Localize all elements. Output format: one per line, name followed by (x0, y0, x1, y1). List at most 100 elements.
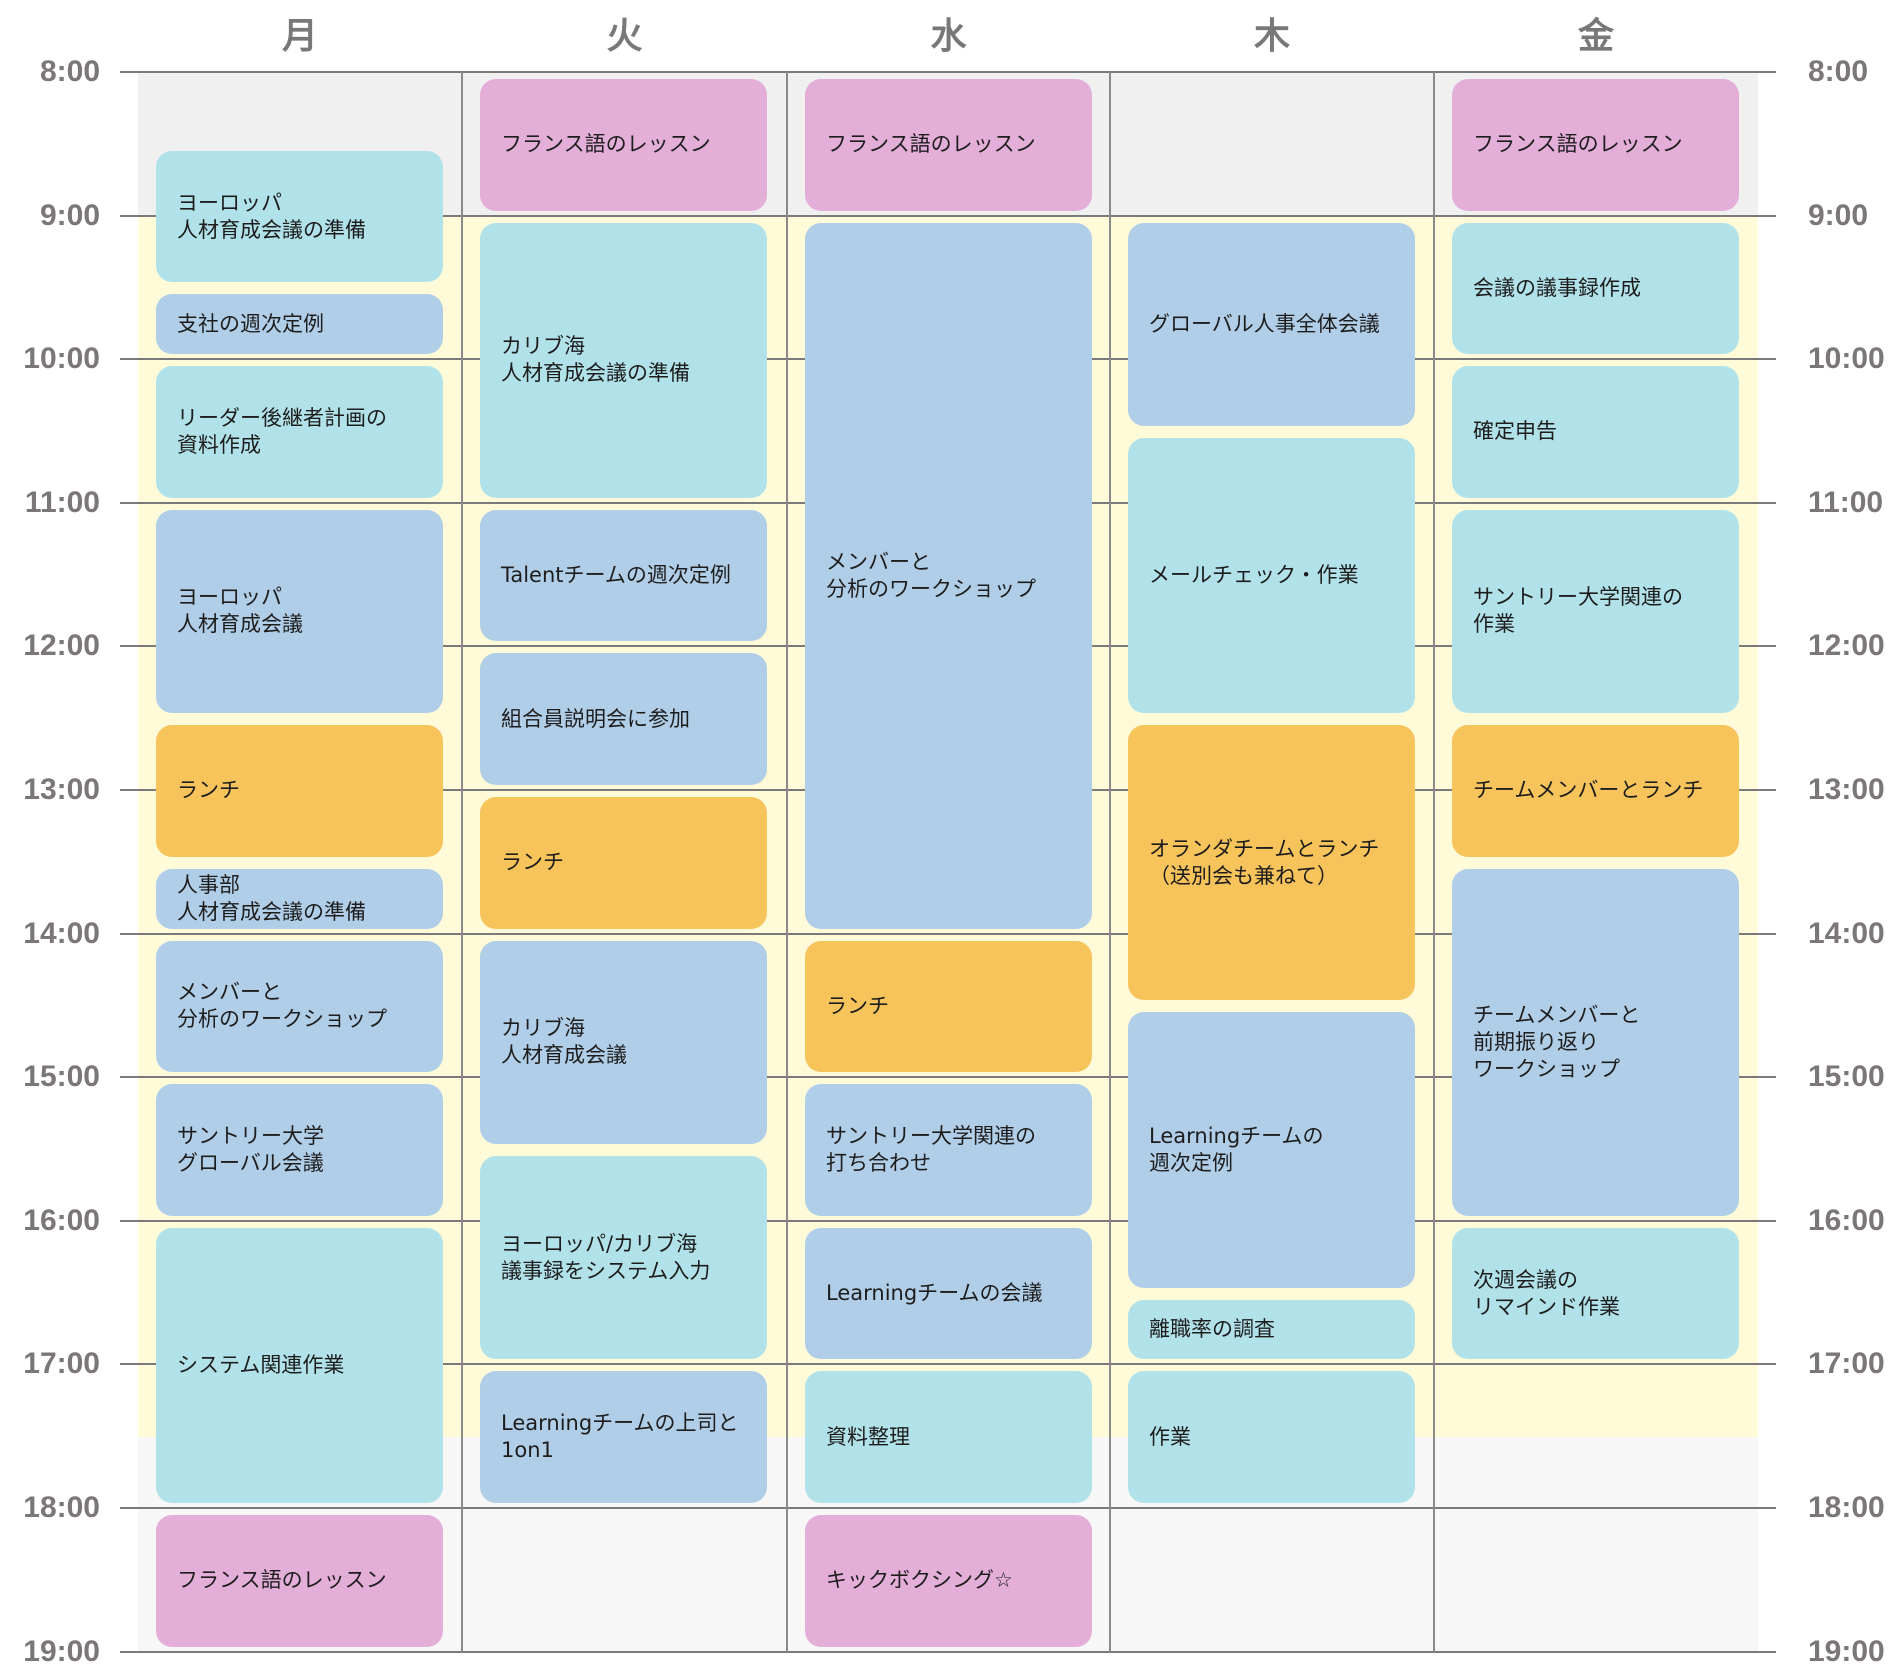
event-card-tue[interactable]: ヨーロッパ/カリブ海 議事録をシステム入力 (480, 1156, 767, 1360)
day-header-thu: 木 (1253, 16, 1290, 57)
event-card-tue[interactable]: Learningチームの上司と 1on1 (480, 1371, 767, 1503)
event-title: チームメンバーと 前期振り返り ワークショップ (1473, 1002, 1641, 1081)
time-label-left: 16:00 (23, 1203, 100, 1237)
column-divider (1433, 72, 1435, 1652)
time-label-right: 9:00 (1808, 198, 1869, 232)
hour-gridline (120, 71, 1776, 73)
event-card-thu[interactable]: 離職率の調査 (1128, 1299, 1415, 1360)
event-card-fri[interactable]: チームメンバーとランチ (1452, 725, 1739, 857)
hour-gridline (120, 1363, 1776, 1366)
hour-gridline (120, 932, 1776, 935)
event-title: 支社の週次定例 (177, 311, 324, 336)
hour-gridline (120, 214, 1776, 217)
event-title: フランス語のレッスン (1473, 132, 1683, 157)
event-title: 次週会議の リマインド作業 (1473, 1267, 1620, 1319)
event-card-wed[interactable]: フランス語のレッスン (805, 79, 1092, 211)
event-title: ランチ (177, 778, 240, 803)
event-card-fri[interactable]: 会議の議事録作成 (1452, 222, 1739, 355)
event-card-thu[interactable]: メールチェック・作業 (1128, 438, 1415, 714)
time-label-left: 9:00 (39, 198, 100, 232)
time-label-left: 8:00 (39, 55, 100, 88)
event-title: Learningチームの会議 (826, 1281, 1043, 1306)
event-card-mon[interactable]: サントリー大学 グローバル会議 (156, 1084, 443, 1216)
event-card-tue[interactable]: フランス語のレッスン (480, 79, 767, 211)
event-title: Talentチームの週次定例 (501, 563, 731, 588)
event-card-tue[interactable]: ランチ (480, 797, 767, 929)
event-card-mon[interactable]: ヨーロッパ 人材育成会議 (156, 509, 443, 714)
event-card-fri[interactable]: 確定申告 (1452, 366, 1739, 498)
event-card-mon[interactable]: 支社の週次定例 (156, 294, 443, 355)
event-card-tue[interactable]: カリブ海 人材育成会議の準備 (480, 222, 767, 498)
time-label-left: 13:00 (23, 773, 100, 806)
event-title: ヨーロッパ/カリブ海 議事録をシステム入力 (501, 1231, 711, 1283)
event-title: ヨーロッパ 人材育成会議の準備 (177, 190, 366, 242)
time-label-right: 19:00 (1808, 1634, 1885, 1668)
event-card-mon[interactable]: メンバーと 分析のワークショップ (156, 940, 443, 1073)
event-title: グローバル人事全体会議 (1149, 311, 1380, 336)
event-title: カリブ海 人材育成会議 (501, 1016, 627, 1068)
time-label-right: 13:00 (1808, 773, 1885, 806)
time-label-left: 12:00 (23, 629, 100, 663)
event-title: 会議の議事録作成 (1473, 275, 1641, 300)
time-label-right: 10:00 (1808, 342, 1885, 376)
event-card-wed[interactable]: 資料整理 (805, 1371, 1092, 1503)
column-divider (1109, 72, 1111, 1652)
event-title: オランダチームとランチ （送別会も兼ねて） (1149, 836, 1380, 888)
event-card-fri[interactable]: フランス語のレッスン (1452, 79, 1739, 211)
time-label-right: 16:00 (1808, 1203, 1885, 1237)
event-title: サントリー大学関連の 作業 (1473, 585, 1683, 637)
event-title: メンバーと 分析のワークショップ (826, 549, 1036, 601)
event-card-wed[interactable]: Learningチームの会議 (805, 1227, 1092, 1360)
event-card-tue[interactable]: 組合員説明会に参加 (480, 653, 767, 785)
event-title: 確定申告 (1473, 419, 1557, 444)
event-card-fri[interactable]: サントリー大学関連の 作業 (1452, 509, 1739, 714)
column-divider (461, 72, 463, 1652)
event-card-thu[interactable]: グローバル人事全体会議 (1128, 222, 1415, 426)
event-title: サントリー大学 グローバル会議 (177, 1123, 324, 1175)
time-label-right: 8:00 (1808, 55, 1869, 88)
event-card-thu[interactable]: オランダチームとランチ （送別会も兼ねて） (1128, 725, 1415, 1001)
hour-gridline (120, 1650, 1776, 1653)
event-card-mon[interactable]: ランチ (156, 725, 443, 857)
time-label-left: 14:00 (23, 916, 100, 950)
event-card-mon[interactable]: フランス語のレッスン (156, 1515, 443, 1647)
event-title: Learningチームの 週次定例 (1149, 1123, 1324, 1175)
event-title: 組合員説明会に参加 (501, 706, 690, 731)
time-label-left: 10:00 (23, 342, 100, 376)
event-title: リーダー後継者計画の 資料作成 (177, 405, 387, 457)
event-title: ランチ (501, 850, 564, 875)
event-card-thu[interactable]: Learningチームの 週次定例 (1128, 1012, 1415, 1288)
time-label-right: 18:00 (1808, 1491, 1885, 1524)
event-title: 人事部 人材育成会議の準備 (177, 872, 366, 924)
event-card-wed[interactable]: メンバーと 分析のワークショップ (805, 222, 1092, 929)
event-title: 作業 (1149, 1424, 1191, 1449)
event-title: キックボクシング☆ (826, 1568, 1013, 1593)
time-label-left: 15:00 (23, 1060, 100, 1094)
time-label-left: 18:00 (23, 1491, 100, 1524)
event-card-mon[interactable]: リーダー後継者計画の 資料作成 (156, 366, 443, 498)
time-label-left: 19:00 (23, 1634, 100, 1668)
time-label-right: 14:00 (1808, 916, 1885, 950)
event-card-fri[interactable]: 次週会議の リマインド作業 (1452, 1227, 1739, 1360)
event-title: システム関連作業 (177, 1352, 345, 1377)
event-card-tue[interactable]: カリブ海 人材育成会議 (480, 940, 767, 1144)
time-label-right: 12:00 (1808, 629, 1885, 663)
event-title: フランス語のレッスン (177, 1568, 387, 1593)
time-label-right: 11:00 (1808, 485, 1884, 519)
hour-gridline (120, 1076, 1776, 1079)
day-header-wed: 水 (930, 16, 967, 57)
event-card-mon[interactable]: 人事部 人材育成会議の準備 (156, 868, 443, 929)
event-card-wed[interactable]: キックボクシング☆ (805, 1515, 1092, 1647)
time-label-right: 15:00 (1808, 1060, 1885, 1094)
event-title: ヨーロッパ 人材育成会議 (177, 585, 303, 637)
event-card-mon[interactable]: システム関連作業 (156, 1227, 443, 1503)
event-title: Learningチームの上司と 1on1 (501, 1411, 739, 1463)
event-card-wed[interactable]: ランチ (805, 940, 1092, 1073)
hour-gridline (120, 1507, 1776, 1509)
event-card-tue[interactable]: Talentチームの週次定例 (480, 509, 767, 642)
event-title: サントリー大学関連の 打ち合わせ (826, 1123, 1036, 1175)
event-card-wed[interactable]: サントリー大学関連の 打ち合わせ (805, 1084, 1092, 1216)
event-card-thu[interactable]: 作業 (1128, 1371, 1415, 1503)
event-card-mon[interactable]: ヨーロッパ 人材育成会議の準備 (156, 150, 443, 283)
event-card-fri[interactable]: チームメンバーと 前期振り返り ワークショップ (1452, 868, 1739, 1216)
